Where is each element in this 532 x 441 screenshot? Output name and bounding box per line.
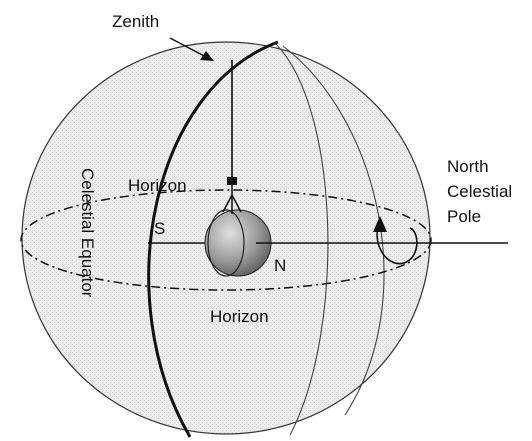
south-label: S xyxy=(154,219,165,238)
north-celestial-pole-line3: Pole xyxy=(447,207,481,226)
meridian-line xyxy=(282,45,385,416)
celestial-equator-great-circle xyxy=(147,40,279,438)
zenith-label: Zenith xyxy=(112,12,159,31)
horizon-label-upper: Horizon xyxy=(128,176,187,195)
rotation-arrowhead-icon xyxy=(373,216,387,232)
horizon-label-lower: Horizon xyxy=(210,307,269,326)
north-celestial-pole-line1: North xyxy=(447,157,489,176)
zenith-pointer-line xyxy=(169,37,209,59)
north-celestial-pole-line2: Celestial xyxy=(447,182,512,201)
celestial-equator-circle xyxy=(20,189,432,291)
north-label: N xyxy=(274,256,286,275)
hour-circle-line xyxy=(275,43,329,436)
celestial-equator-label: Celestial Equator xyxy=(78,168,97,298)
observer-icon xyxy=(222,182,242,214)
rotation-arrow xyxy=(376,219,418,265)
zenith-pointer-arrowhead-icon xyxy=(200,51,214,61)
observer-marker xyxy=(227,177,237,185)
earth-meridian-ellipse xyxy=(207,209,245,277)
